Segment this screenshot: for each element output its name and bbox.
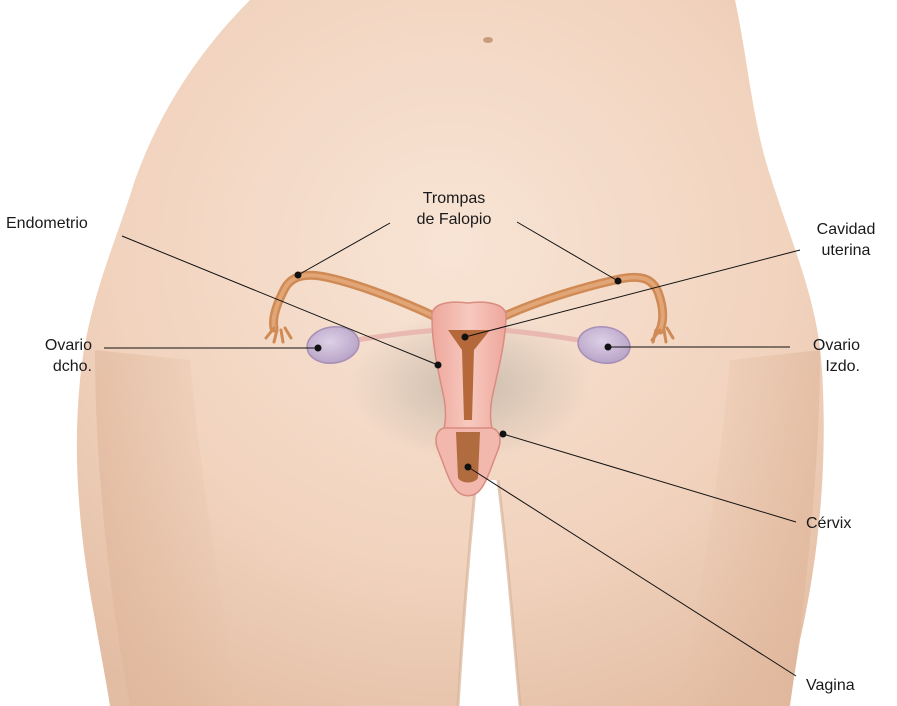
label-endometrio: Endometrio bbox=[6, 213, 88, 234]
vagina bbox=[456, 432, 480, 483]
label-ovario-izdo: Ovario Izdo. bbox=[794, 335, 860, 377]
label-ovario-dcho: Ovario dcho. bbox=[20, 335, 92, 377]
navel bbox=[483, 37, 493, 43]
label-cervix: Cérvix bbox=[806, 513, 851, 534]
label-trompas-de-falopio: Trompas de Falopio bbox=[404, 188, 504, 230]
label-vagina: Vagina bbox=[806, 675, 855, 696]
label-cavidad-uterina: Cavidad uterina bbox=[804, 219, 888, 261]
